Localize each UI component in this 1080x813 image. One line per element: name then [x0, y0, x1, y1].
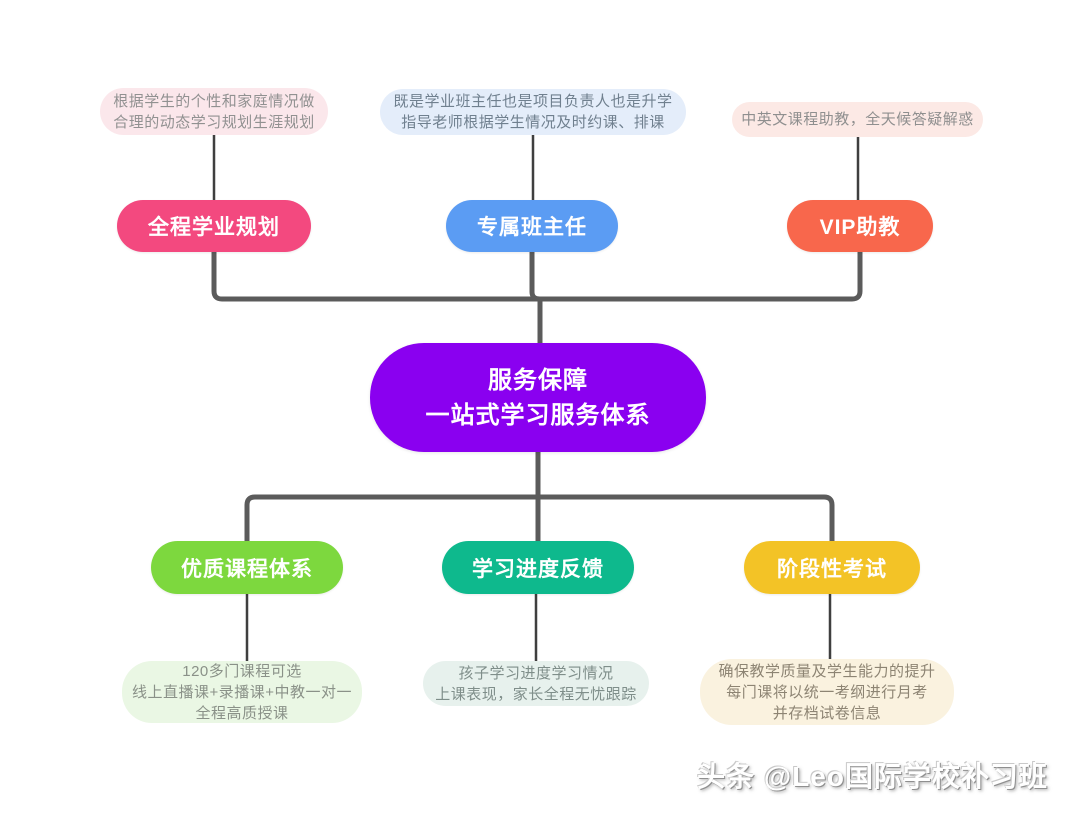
node-service-guarantee-root: 服务保障 一站式学习服务体系 — [370, 343, 706, 452]
node-academic-planning: 全程学业规划 — [117, 200, 311, 252]
bus-connectors — [211, 252, 863, 541]
node-stage-exams: 阶段性考试 — [744, 541, 920, 594]
note-class-teacher: 既是学业班主任也是项目负责人也是升学 指导老师根据学生情况及时约课、排课 — [380, 89, 686, 135]
node-progress-feedback: 学习进度反馈 — [442, 541, 634, 594]
node-class-teacher: 专属班主任 — [446, 200, 618, 252]
note-connectors — [212, 135, 860, 661]
note-stage-exams: 确保教学质量及学生能力的提升 每门课将以统一考纲进行月考 并存档试卷信息 — [700, 659, 954, 725]
note-vip-assistant: 中英文课程助教，全天候答疑解惑 — [732, 102, 983, 137]
node-course-system: 优质课程体系 — [151, 541, 343, 594]
note-course-system: 120多门课程可选 线上直播课+录播课+中教一对一 全程高质授课 — [122, 661, 362, 723]
note-progress-feedback: 孩子学习进度学习情况 上课表现，家长全程无忧跟踪 — [423, 661, 649, 706]
toutiao-watermark: 头条 @Leo国际学校补习班 — [697, 761, 1048, 792]
note-academic-planning: 根据学生的个性和家庭情况做 合理的动态学习规划生涯规划 — [100, 88, 328, 135]
node-vip-assistant: VIP助教 — [787, 200, 933, 252]
